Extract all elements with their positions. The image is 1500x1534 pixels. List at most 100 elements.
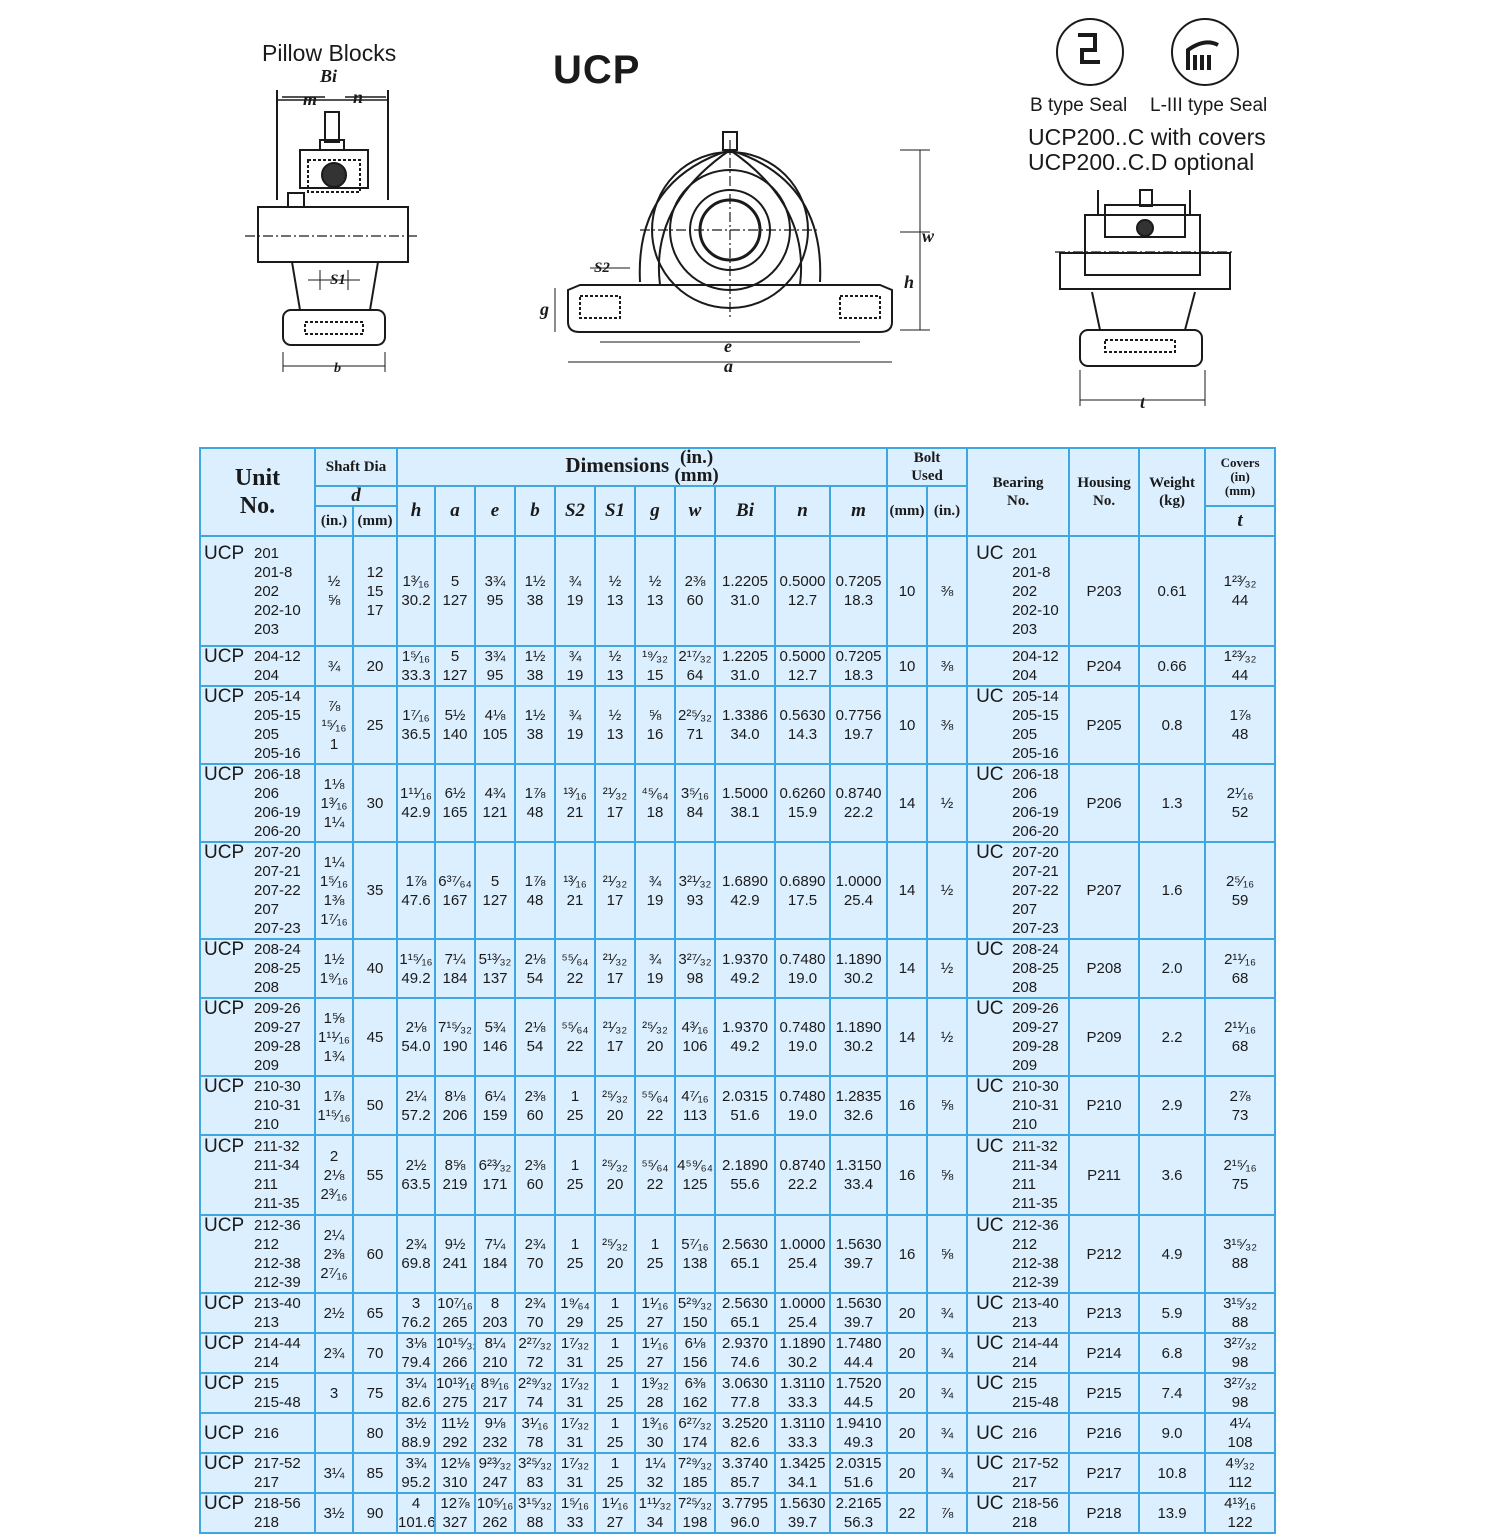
header-e: e — [474, 485, 516, 537]
header-m: m — [828, 485, 889, 537]
weight-cell: 4.9 — [1138, 1214, 1207, 1294]
shaft-dia-mm-cell: 20 — [352, 645, 398, 687]
pillow-blocks-label: Pillow Blocks — [262, 40, 397, 66]
housing-no-cell: P216 — [1068, 1412, 1141, 1454]
dim-label-n: n — [353, 87, 363, 107]
dim-label-a: a — [724, 356, 733, 376]
bolt-in-cell: ⅝ — [926, 1214, 969, 1294]
shaft-dia-mm-cell: 80 — [352, 1412, 398, 1454]
housing-no-cell: P217 — [1068, 1452, 1141, 1494]
series-title: UCP — [553, 48, 641, 92]
housing-no-cell: P205 — [1068, 685, 1141, 765]
header-a: a — [434, 485, 476, 537]
bolt-mm-cell: 20 — [886, 1332, 929, 1374]
bolt-mm-cell: 20 — [886, 1452, 929, 1494]
header-d: d — [314, 485, 398, 507]
bolt-mm-cell: 20 — [886, 1372, 929, 1414]
bolt-mm-cell: 14 — [886, 938, 929, 999]
housing-no-cell: P210 — [1068, 1075, 1141, 1136]
bolt-mm-cell: 10 — [886, 645, 929, 687]
housing-no-cell: P215 — [1068, 1372, 1141, 1414]
covers-view-drawing — [1055, 189, 1235, 406]
bolt-mm-cell: 16 — [886, 1075, 929, 1136]
shaft-dia-in-cell: 2¾ — [314, 1332, 354, 1374]
header-S2: S2 — [554, 485, 596, 537]
shaft-dia-mm-cell: 70 — [352, 1332, 398, 1374]
dim-label-S2: S2 — [594, 260, 610, 276]
shaft-dia-mm-cell: 30 — [352, 763, 398, 843]
weight-cell: 3.6 — [1138, 1134, 1207, 1216]
shaft-dia-mm-cell: 90 — [352, 1492, 398, 1534]
dim-label-t: t — [1140, 392, 1146, 412]
shaft-dia-mm-cell: 65 — [352, 1292, 398, 1334]
